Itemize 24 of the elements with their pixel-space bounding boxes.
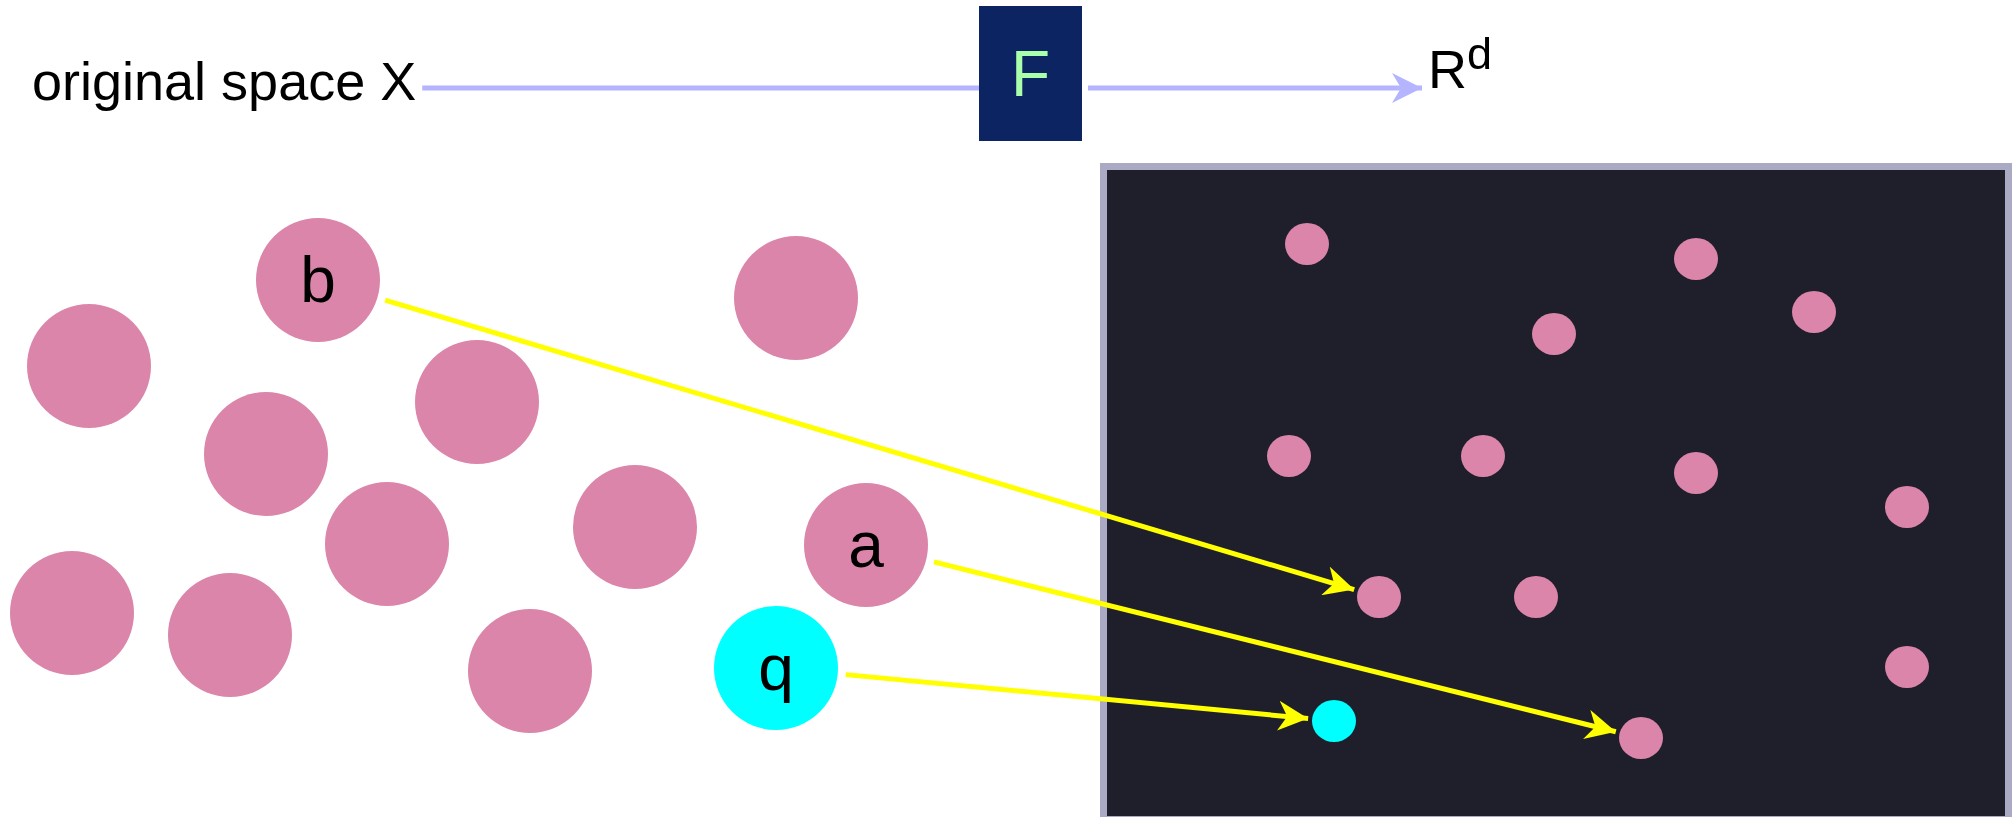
embedded-point [1267,435,1311,477]
embedded-point [1312,700,1356,742]
embedded-point [1532,313,1576,355]
embedding-space-panel [1100,163,2012,817]
embedded-point [1885,646,1929,688]
embedded-point [1674,452,1718,494]
text-label: R$^{d}$ [1428,28,1493,100]
arrow [1088,73,1422,103]
embedded-point [1619,717,1663,759]
embedded-point [1285,223,1329,265]
text-label: original space X [32,50,417,112]
embedded-point [1792,291,1836,333]
embedded-point [1357,576,1401,618]
data-point: b [256,218,380,342]
embedded-point [1461,435,1505,477]
embedded-point [1885,486,1929,528]
arrow [845,672,1309,731]
data-point: a [804,483,928,607]
embedded-point [1514,576,1558,618]
data-point: q [714,606,838,730]
arrow [384,297,1355,596]
arrow [933,559,1617,740]
function-box: F [979,6,1082,141]
embedded-point [1674,238,1718,280]
